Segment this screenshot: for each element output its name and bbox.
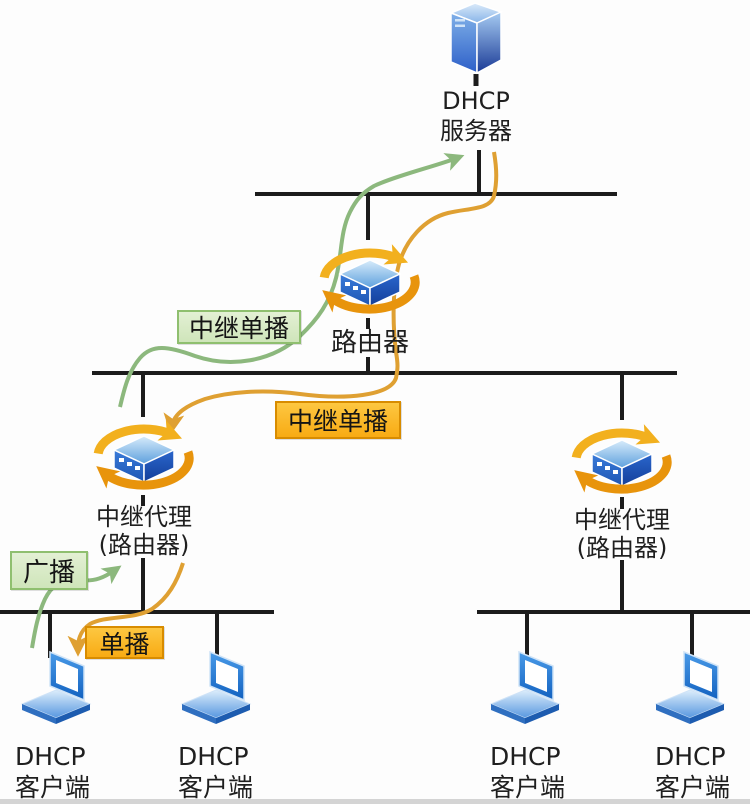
dhcp-client4-laptop-icon [655, 651, 725, 725]
client1-label-line1: DHCP [15, 742, 86, 771]
dhcp-server-label: DHCP 服务器 [406, 86, 546, 146]
client3-label-line2: 客户端 [490, 773, 566, 802]
relay-left-label-line2: (路由器) [98, 531, 190, 559]
dhcp-client1-label: DHCP 客户端 [15, 741, 90, 803]
relay-unicast-green-tag: 中继单播 [177, 310, 301, 344]
relay-right-label-line2: (路由器) [576, 534, 668, 562]
relay-unicast-up-flow-arrow [118, 153, 465, 408]
relay-agent-right-icon [576, 433, 667, 489]
dhcp-client3-laptop-icon [490, 651, 560, 725]
broadcast-tag: 广播 [10, 551, 88, 590]
relay-agent-left-label: 中继代理 (路由器) [74, 503, 214, 559]
client2-label-line1: DHCP [178, 742, 249, 771]
relay-right-label-line1: 中继代理 [574, 506, 670, 534]
dhcp-client2-laptop-icon [181, 651, 251, 725]
client3-label-line1: DHCP [490, 742, 561, 771]
dhcp-client4-label: DHCP 客户端 [655, 741, 730, 803]
dhcp-server-icon [448, 2, 504, 75]
client1-label-line2: 客户端 [15, 773, 91, 802]
unicast-flow-arrow [67, 562, 185, 657]
relay-agent-right-label: 中继代理 (路由器) [552, 506, 692, 562]
dhcp-client2-label: DHCP 客户端 [178, 741, 253, 803]
client4-label-line1: DHCP [655, 742, 726, 771]
dhcp-client1-laptop-icon [21, 651, 91, 725]
dhcp-server-label-line1: DHCP [442, 87, 510, 115]
router-label: 路由器 [330, 328, 409, 358]
client2-label-line2: 客户端 [178, 773, 254, 802]
relay-unicast-orange-tag: 中继单播 [275, 401, 401, 439]
client4-label-line2: 客户端 [655, 773, 731, 802]
relay-unicast-down-flow-arrow [163, 151, 499, 435]
bottom-divider [0, 799, 750, 804]
dhcp-server-label-line2: 服务器 [440, 117, 512, 145]
relay-left-label-line1: 中继代理 [96, 503, 192, 531]
unicast-tag: 单播 [85, 626, 164, 659]
dhcp-client3-label: DHCP 客户端 [490, 741, 565, 803]
relay-agent-left-icon [98, 429, 189, 485]
network-bus-lines [0, 74, 750, 658]
